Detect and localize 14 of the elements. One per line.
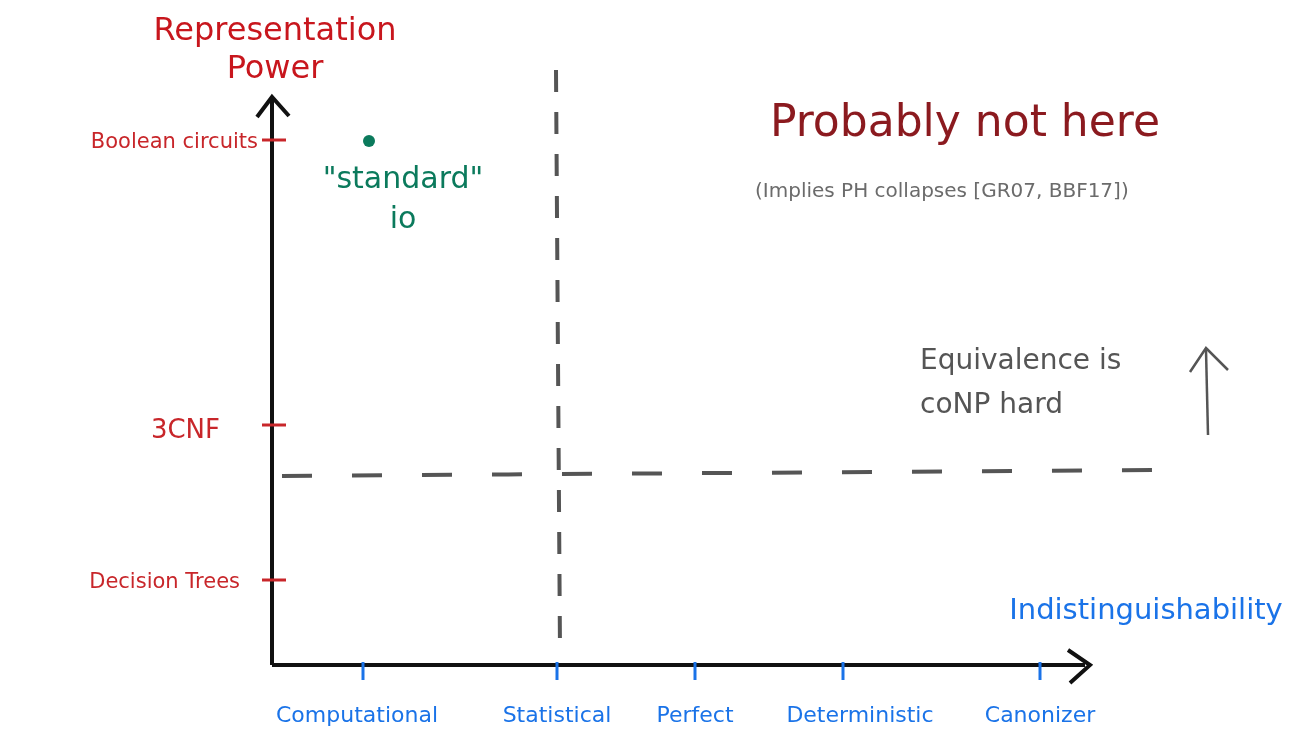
tick-label: Statistical	[501, 701, 613, 729]
tick-label: Deterministic	[785, 701, 935, 729]
region-note: (Implies PH collapses [GR07, BBF17])	[755, 177, 1130, 204]
point-label: "standard" io	[321, 159, 485, 237]
tick-label: Boolean circuits	[89, 128, 258, 155]
tick-label: Computational	[275, 701, 439, 729]
tick-label: 3CNF	[149, 413, 220, 446]
x-axis-title: Indistinguishability	[1008, 591, 1284, 628]
region-note: Probably not here	[768, 94, 1162, 148]
tick-label: Canonizer	[983, 701, 1097, 729]
boundary-note: Equivalence is coNP hard	[920, 342, 1123, 422]
y-axis-title: Representation Power	[152, 10, 398, 86]
tick-label: Perfect	[655, 701, 735, 729]
tick-label: Decision Trees	[88, 568, 240, 595]
